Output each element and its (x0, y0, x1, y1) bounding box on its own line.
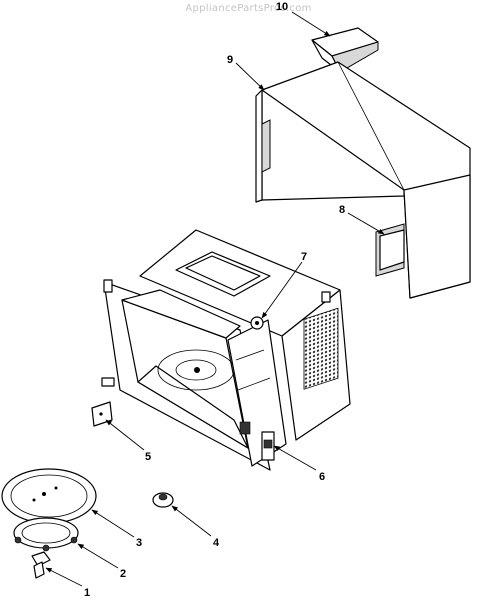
part-8-panel[interactable] (375, 223, 405, 277)
callout-4: 4 (213, 537, 220, 549)
part-2-roller-ring[interactable] (13, 517, 79, 552)
callout-8: 8 (339, 204, 345, 216)
callout-1: 1 (84, 587, 90, 599)
leader-lines (45, 11, 385, 587)
watermark: AppliancePartsPros.com (185, 3, 312, 14)
callout-3: 3 (136, 537, 142, 549)
callout-10: 10 (276, 1, 288, 13)
callout-labels: 10 9 8 7 5 6 4 3 2 1 (84, 1, 345, 599)
part-7-component[interactable] (250, 316, 264, 330)
part-9-outer-cabinet[interactable] (255, 61, 471, 299)
part-10-bracket[interactable] (311, 27, 379, 73)
part-3-glass-tray[interactable] (1, 468, 97, 524)
part-6-bracket[interactable] (261, 431, 275, 461)
callout-9: 9 (227, 54, 233, 66)
oven-cavity-assembly (101, 229, 351, 471)
part-1-coupler[interactable] (31, 551, 51, 579)
callout-5: 5 (145, 451, 151, 463)
callout-7: 7 (301, 251, 307, 263)
callout-6: 6 (319, 471, 325, 483)
part-4-motor[interactable] (152, 492, 174, 508)
callout-2: 2 (120, 568, 126, 580)
